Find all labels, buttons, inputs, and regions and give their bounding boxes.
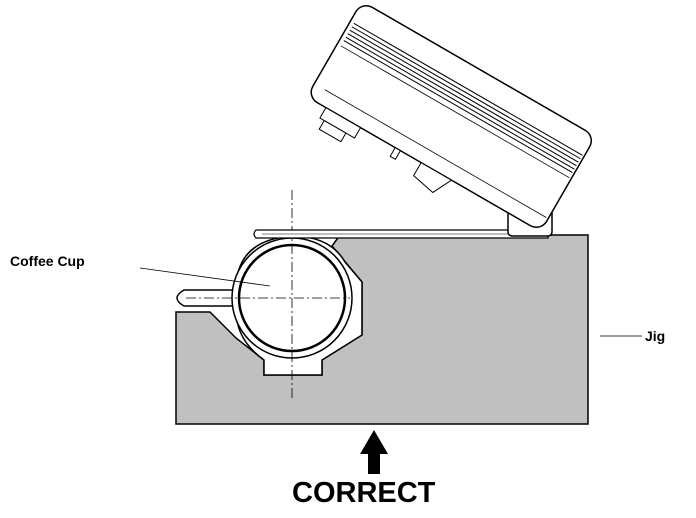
jig-label: Jig [645, 328, 666, 344]
jig-block [175, 234, 589, 425]
device-body [310, 5, 593, 228]
coffee-cup-label: Coffee Cup [10, 253, 85, 269]
coffee-cup-leader [139, 267, 271, 287]
correct-label: CORRECT [292, 477, 436, 509]
arrow-up-icon [360, 430, 388, 474]
device-shell [310, 5, 593, 228]
